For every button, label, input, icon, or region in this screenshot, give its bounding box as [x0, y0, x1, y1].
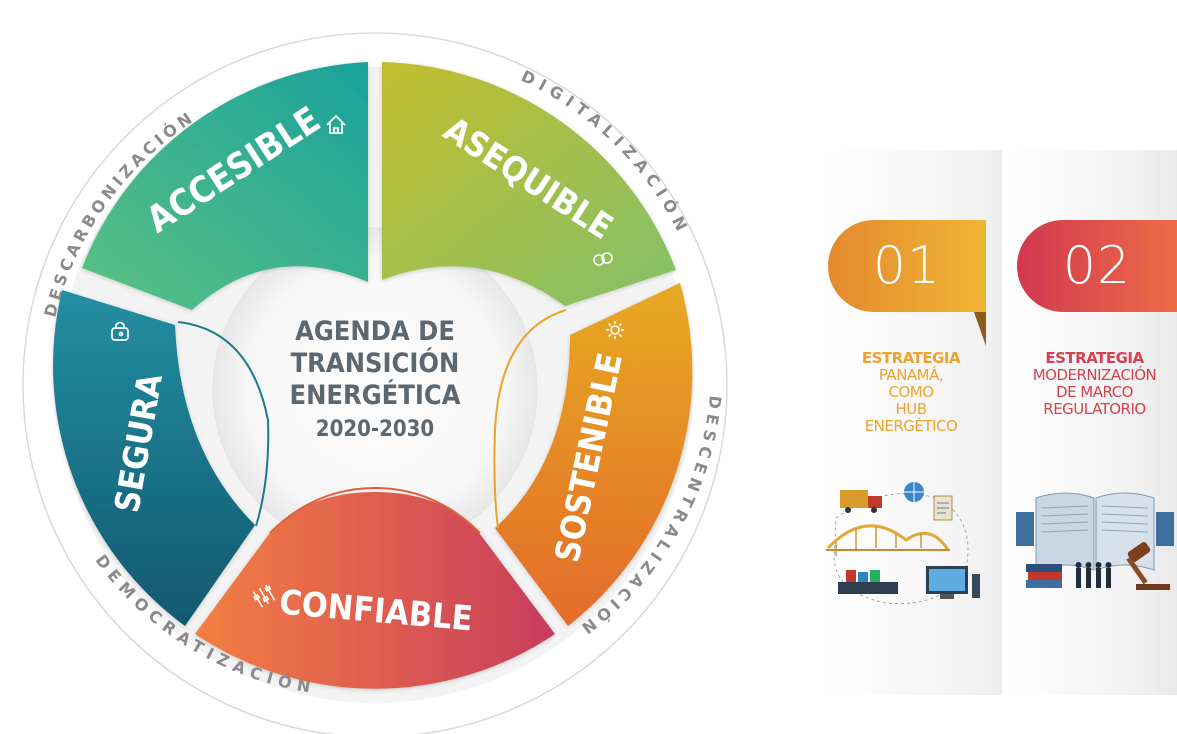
ship-icon [838, 582, 898, 594]
outer-ring [22, 32, 728, 734]
segment-confiable[interactable] [195, 492, 555, 689]
transition-agenda-wheel: ACCESIBLE ASEQUIBLE SOSTENIBLE CONFIABLE… [22, 32, 728, 734]
strategy-01-line-2: COMO [888, 383, 934, 401]
segment-segura[interactable] [53, 290, 255, 626]
bridge-icon [826, 524, 950, 551]
strategy-01-line-3: HUB [895, 400, 927, 418]
sliders-icon [252, 584, 276, 608]
center-title-line1: AGENDA DE [295, 316, 455, 347]
segment-outline-segura [177, 321, 270, 527]
logistics-hub-illustration [826, 482, 980, 605]
center-title-line3: ENERGÉTICA [290, 379, 461, 411]
strategy-tab-01-fold [974, 312, 986, 346]
truck-icon [840, 490, 868, 508]
strategy-01-line-4: ENERGÉTICO [864, 417, 958, 435]
strategy-01-text: ESTRATEGIA PANAMÁ, COMO HUB ENERGÉTICO [826, 350, 996, 435]
lock-icon [111, 321, 129, 341]
segment-asequible[interactable] [382, 62, 676, 306]
people-silhouettes-icon [1075, 562, 1112, 588]
segment-sostenible[interactable] [495, 283, 693, 626]
home-icon [326, 114, 346, 134]
book-stack-icon [1026, 564, 1062, 572]
segment-accesible[interactable] [82, 62, 368, 310]
strategy-02-text: ESTRATEGIA MODERNIZACIÓN DE MARCO REGULA… [1012, 350, 1177, 418]
segment-outline-sostenible [493, 309, 567, 529]
strategy-tab-02[interactable]: 02 [1017, 220, 1177, 312]
center-title-line2: TRANSICIÓN [291, 347, 460, 379]
regulation-book-illustration [1016, 492, 1174, 590]
strategy-02-line-3: REGULATORIO [1043, 400, 1146, 418]
strategy-01-line-1: PANAMÁ, [878, 366, 944, 384]
gear-icon [606, 321, 624, 339]
strategy-02-line-1: MODERNIZACIÓN [1032, 366, 1157, 384]
strategy-tab-01[interactable]: 01 [828, 220, 986, 312]
strategy-02-line-2: DE MARCO [1056, 383, 1133, 401]
people-icon [593, 252, 613, 266]
center-years: 2020-2030 [316, 417, 434, 442]
strategy-01-heading: ESTRATEGIA [861, 349, 961, 367]
strategy-02-heading: ESTRATEGIA [1045, 349, 1144, 367]
segment-outline-confiable [269, 486, 481, 534]
gavel-icon [1126, 541, 1170, 590]
